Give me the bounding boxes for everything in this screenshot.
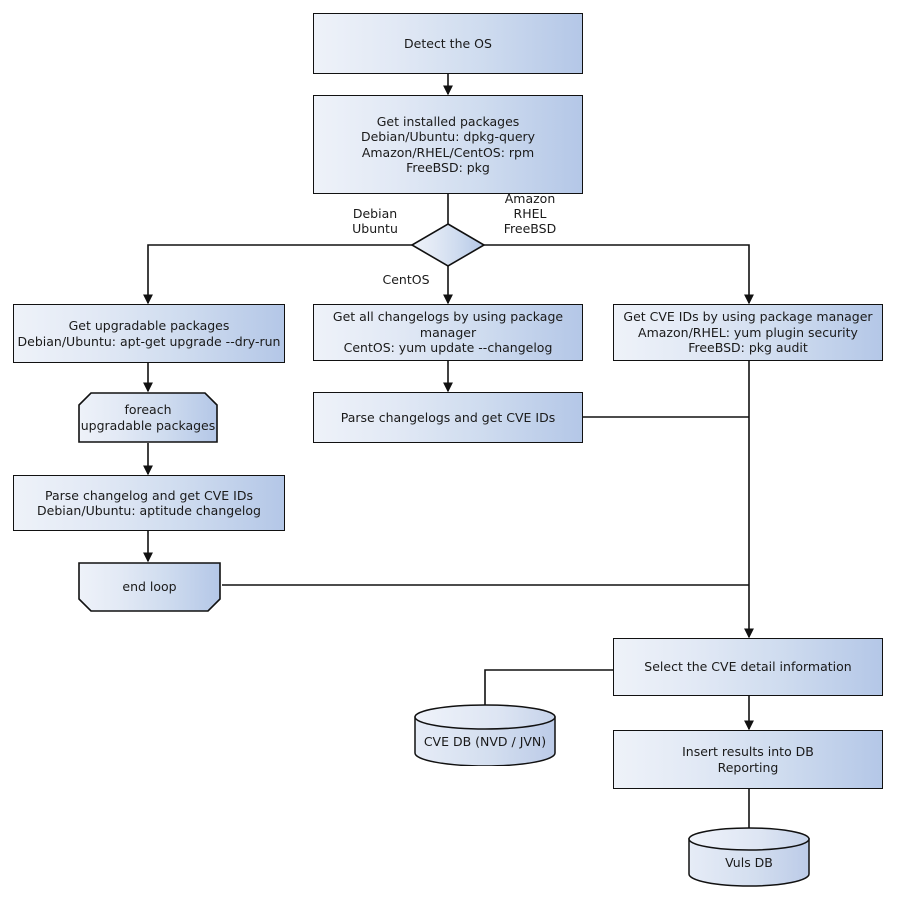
node-select-cve-detail-label: Select the CVE detail information — [644, 659, 852, 675]
node-get-all-changelogs[interactable]: Get all changelogs by using package mana… — [313, 304, 583, 361]
node-parse-changelogs-cve-label: Parse changelogs and get CVE IDs — [340, 409, 556, 425]
decision-diamond-shape — [410, 223, 486, 267]
node-get-installed-packages-label: Get installed packages Debian/Ubuntu: dp… — [360, 113, 536, 176]
node-get-installed-packages[interactable]: Get installed packages Debian/Ubuntu: dp… — [313, 95, 583, 194]
node-parse-changelogs-cve[interactable]: Parse changelogs and get CVE IDs — [313, 392, 583, 443]
loop-end-shape — [78, 562, 221, 612]
node-get-upgradable-packages-label: Get upgradable packages Debian/Ubuntu: a… — [17, 318, 281, 349]
node-detect-os-label: Detect the OS — [404, 35, 492, 51]
node-get-all-changelogs-label: Get all changelogs by using package mana… — [332, 309, 564, 356]
node-insert-results-db-label: Insert results into DB Reporting — [682, 744, 814, 775]
cve-db-cylinder-shape — [414, 704, 556, 767]
edge-label-amazon-rhel-freebsd: Amazon RHEL FreeBSD — [503, 191, 557, 236]
node-parse-changelog-single[interactable]: Parse changelog and get CVE IDs Debian/U… — [13, 475, 285, 531]
node-get-cve-ids-pkgmgr[interactable]: Get CVE IDs by using package manager Ama… — [613, 304, 883, 361]
node-foreach-loop-start-label: foreach upgradable packages — [80, 402, 216, 433]
node-end-loop[interactable]: end loop — [78, 562, 221, 612]
node-end-loop-label: end loop — [122, 579, 177, 595]
node-vuls-db-label: Vuls DB — [725, 855, 773, 870]
node-get-cve-ids-pkgmgr-label: Get CVE IDs by using package manager Ama… — [623, 309, 873, 356]
node-vuls-db[interactable]: Vuls DB — [688, 827, 810, 887]
node-insert-results-db[interactable]: Insert results into DB Reporting — [613, 730, 883, 789]
node-select-cve-detail[interactable]: Select the CVE detail information — [613, 638, 883, 696]
node-detect-os[interactable]: Detect the OS — [313, 13, 583, 74]
edge-label-debian-ubuntu: Debian Ubuntu — [352, 206, 398, 236]
vuls-db-cylinder-shape — [688, 827, 810, 887]
node-cve-db[interactable]: CVE DB (NVD / JVN) — [414, 704, 556, 767]
edge-label-centos: CentOS — [382, 272, 430, 287]
node-get-upgradable-packages[interactable]: Get upgradable packages Debian/Ubuntu: a… — [13, 304, 285, 363]
loop-start-shape — [78, 392, 218, 443]
node-os-decision[interactable] — [410, 222, 486, 268]
edge-selectcve-to-cvedb — [484, 669, 614, 705]
node-cve-db-label: CVE DB (NVD / JVN) — [423, 734, 547, 749]
edge-decision-to-upgradable — [143, 244, 412, 305]
node-foreach-loop-start[interactable]: foreach upgradable packages — [78, 392, 218, 443]
node-parse-changelog-single-label: Parse changelog and get CVE IDs Debian/U… — [37, 487, 261, 519]
edge-decision-to-cveids — [484, 244, 754, 305]
